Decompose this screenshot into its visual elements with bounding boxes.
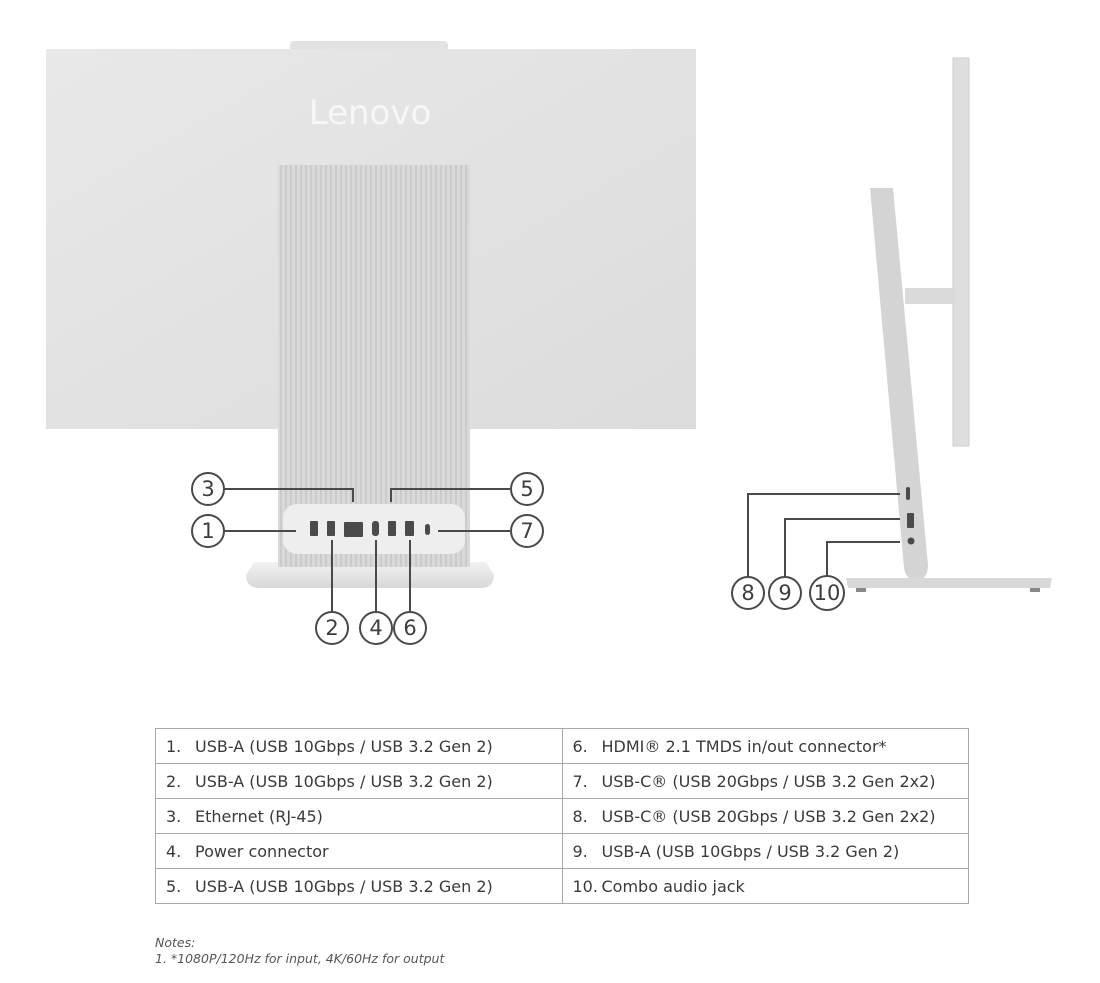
usb-a-port: [907, 513, 914, 528]
item-number: 9.: [572, 841, 588, 861]
svg-text:7: 7: [520, 519, 533, 543]
table-cell: 8. USB-C® (USB 20Gbps / USB 3.2 Gen 2x2): [561, 798, 969, 834]
note-item: 1. *1080P/120Hz for input, 4K/60Hz for o…: [155, 951, 445, 966]
svg-text:2: 2: [325, 616, 338, 640]
table-cell: 7. USB-C® (USB 20Gbps / USB 3.2 Gen 2x2): [561, 763, 969, 799]
table-cell: 1. USB-A (USB 10Gbps / USB 3.2 Gen 2): [155, 728, 563, 764]
svg-text:1: 1: [201, 519, 214, 543]
table-row: 2. USB-A (USB 10Gbps / USB 3.2 Gen 2) 7. U…: [155, 763, 969, 799]
svg-text:4: 4: [369, 616, 382, 640]
item-label: Ethernet (RJ-45): [195, 806, 323, 826]
monitor-side-edge: [952, 57, 970, 447]
table-row: 3. Ethernet (RJ-45) 8. USB-C® (USB 20Gbps …: [155, 798, 969, 834]
table-cell: 4. Power connector: [155, 833, 563, 869]
power-connector: [372, 521, 379, 536]
hdmi-port: [405, 521, 414, 536]
item-label: USB-C® (USB 20Gbps / USB 3.2 Gen 2x2): [601, 806, 936, 826]
item-number: 1.: [166, 736, 182, 756]
usb-c-port: [906, 487, 910, 500]
svg-text:8: 8: [741, 581, 754, 605]
svg-text:9: 9: [778, 581, 791, 605]
footnotes: Notes: 1. *1080P/120Hz for input, 4K/60H…: [155, 935, 444, 967]
item-label: USB-A (USB 10Gbps / USB 3.2 Gen 2): [195, 771, 493, 791]
table-cell: 3. Ethernet (RJ-45): [155, 798, 563, 834]
svg-text:6: 6: [403, 616, 416, 640]
table-cell: 10.Combo audio jack: [561, 868, 969, 904]
callout-6: 6: [393, 611, 427, 645]
svg-text:3: 3: [201, 477, 214, 501]
callout-10: 10: [809, 575, 845, 611]
item-label: USB-A (USB 10Gbps / USB 3.2 Gen 2): [195, 736, 493, 756]
callout-4: 4: [359, 611, 393, 645]
rear-view: Lenovo: [46, 41, 696, 588]
table-row: 5. USB-A (USB 10Gbps / USB 3.2 Gen 2) 10.…: [155, 868, 969, 904]
callout-8: 8: [731, 576, 765, 610]
item-label: USB-C® (USB 20Gbps / USB 3.2 Gen 2x2): [601, 771, 936, 791]
ethernet-port: [344, 522, 363, 537]
callout-2: 2: [315, 611, 349, 645]
item-number: 2.: [166, 771, 182, 791]
usb-a-port: [388, 521, 396, 536]
product-port-diagram: Lenovo: [46, 41, 1052, 645]
side-view: [846, 57, 1052, 592]
table-cell: 2. USB-A (USB 10Gbps / USB 3.2 Gen 2): [155, 763, 563, 799]
item-label: USB-A (USB 10Gbps / USB 3.2 Gen 2): [195, 876, 493, 896]
leader-lines: [224, 488, 900, 612]
item-label: USB-A (USB 10Gbps / USB 3.2 Gen 2): [601, 841, 900, 861]
callout-7: 7: [510, 514, 544, 548]
table-cell: 9. USB-A (USB 10Gbps / USB 3.2 Gen 2): [561, 833, 969, 869]
usb-c-port: [425, 524, 430, 535]
callout-9: 9: [768, 576, 802, 610]
callout-1: 1: [191, 514, 225, 548]
svg-text:5: 5: [520, 477, 533, 501]
svg-text:10: 10: [814, 581, 841, 605]
item-label: Combo audio jack: [601, 876, 745, 896]
item-number: 10.: [572, 876, 598, 896]
item-number: 7.: [572, 771, 588, 791]
table-cell: 5. USB-A (USB 10Gbps / USB 3.2 Gen 2): [155, 868, 563, 904]
callouts: 3 1 5 7 2 4 6 8 9 10: [191, 472, 845, 645]
item-label: Power connector: [195, 841, 329, 861]
table-row: 1. USB-A (USB 10Gbps / USB 3.2 Gen 2) 6. H…: [155, 728, 969, 764]
stand-column: [278, 165, 470, 567]
notes-heading: Notes:: [155, 935, 196, 950]
stand-base-side: [846, 578, 1052, 588]
item-label: HDMI® 2.1 TMDS in/out connector*: [601, 736, 887, 756]
item-number: 4.: [166, 841, 182, 861]
item-number: 8.: [572, 806, 588, 826]
ports-table: 1. USB-A (USB 10Gbps / USB 3.2 Gen 2) 6. H…: [155, 728, 969, 904]
callout-3: 3: [191, 472, 225, 506]
item-number: 3.: [166, 806, 182, 826]
table-cell: 6. HDMI® 2.1 TMDS in/out connector*: [561, 728, 969, 764]
item-number: 6.: [572, 736, 588, 756]
usb-a-port: [310, 521, 318, 536]
stand-hinge: [905, 288, 955, 304]
audio-jack: [907, 537, 915, 545]
table-row: 4. Power connector 9. USB-A (USB 10Gbps / …: [155, 833, 969, 869]
stand-arm-side: [870, 188, 928, 580]
usb-a-port: [327, 521, 335, 536]
callout-5: 5: [510, 472, 544, 506]
stand-base: [246, 562, 494, 588]
item-number: 5.: [166, 876, 182, 896]
lenovo-logo: Lenovo: [309, 93, 432, 133]
